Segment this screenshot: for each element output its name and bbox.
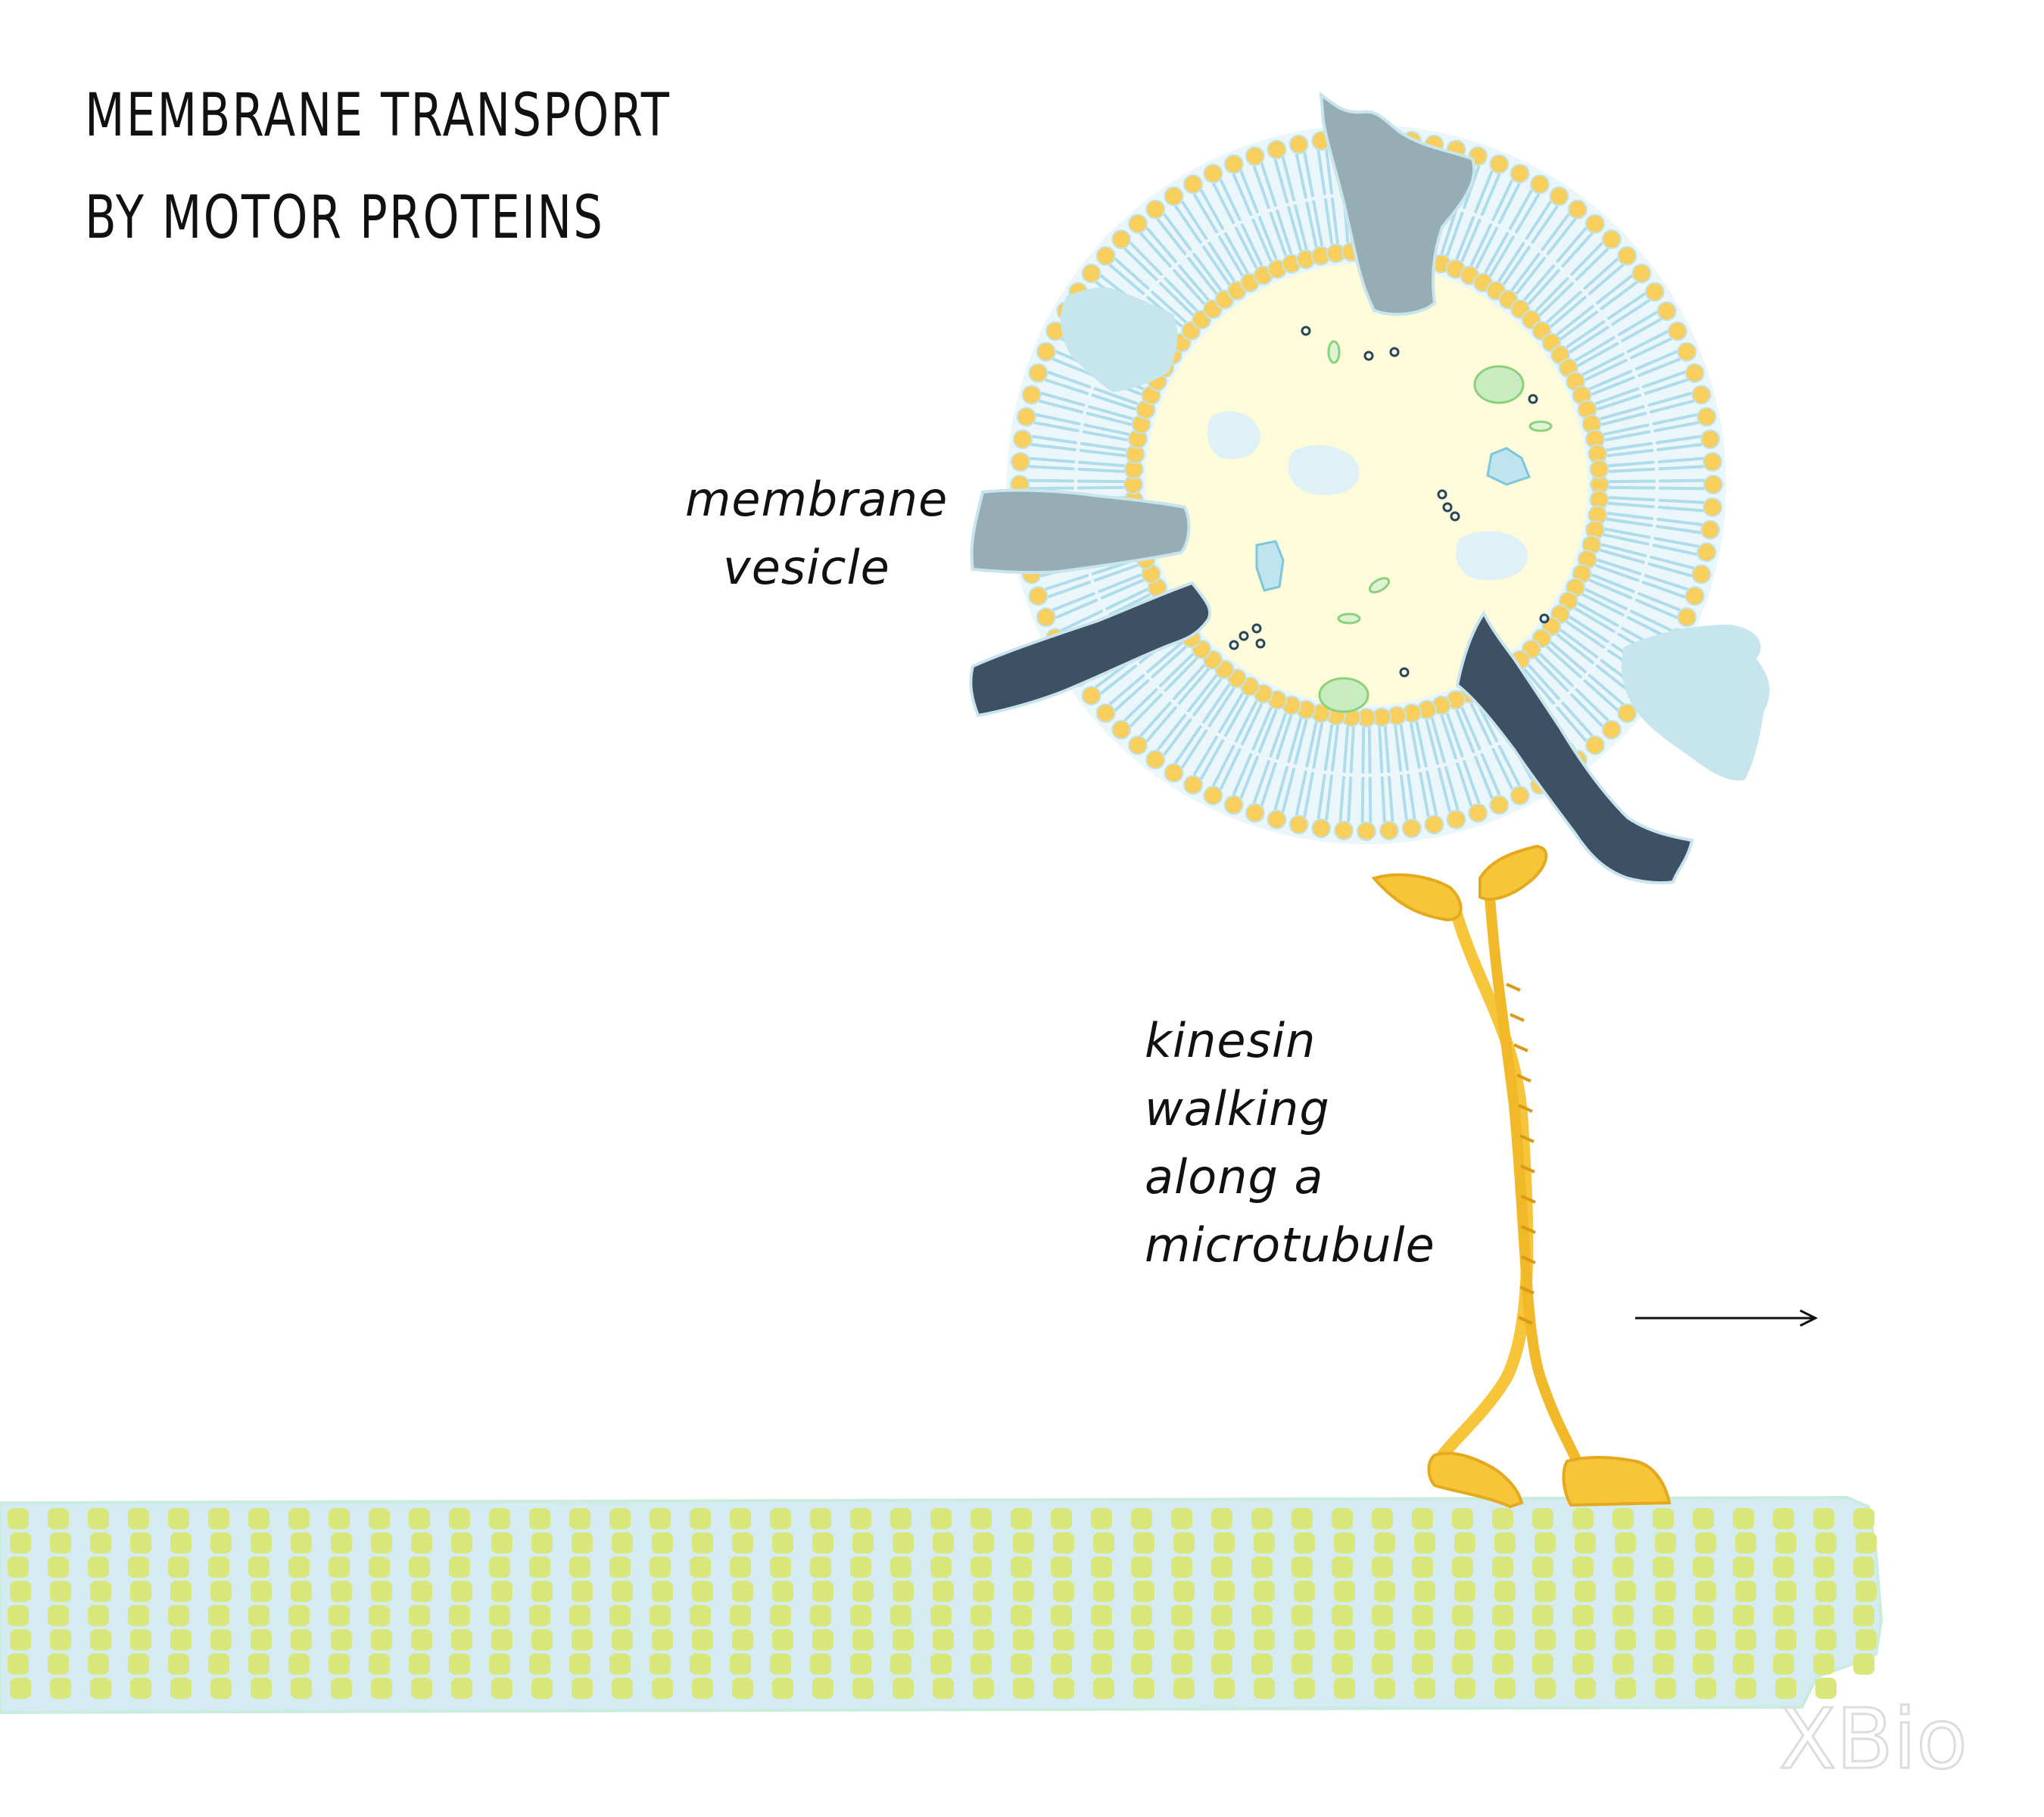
kinesin-head-left (1427, 1451, 1524, 1509)
vesicle-lumen (1145, 263, 1588, 706)
membrane-protein-gray-left (970, 488, 1191, 575)
xbio-logo: XBio (1779, 1692, 1968, 1783)
label-kinesin-line-2: walking (1145, 1081, 1330, 1136)
membrane-protein-light-right (1621, 625, 1770, 781)
microtubule (0, 1495, 1884, 1715)
membrane-vesicle (969, 91, 1770, 885)
label-kinesin-line-3: along a (1145, 1149, 1324, 1205)
diagram-title-line-2: BY MOTOR PROTEINS (85, 184, 605, 252)
label-vesicle-line-2: vesicle (723, 540, 890, 595)
label-kinesin-line-4: microtubule (1145, 1217, 1435, 1273)
kinesin-coil-texture (1506, 983, 1536, 1325)
membrane-protein-dark-right (1455, 610, 1694, 885)
kinesin-stalk-b (1485, 892, 1584, 1470)
label-kinesin: kinesin walking along a microtubule (1145, 1007, 1435, 1279)
kinesin-tail-right (1478, 844, 1548, 901)
label-kinesin-line-1: kinesin (1145, 1013, 1316, 1068)
vesicle-cargo (1207, 326, 1553, 713)
label-membrane-vesicle: membrane vesicle (685, 466, 948, 602)
label-vesicle-line-1: membrane (685, 472, 949, 527)
membrane-protein-gray-top (1319, 91, 1476, 316)
membrane-protein-dark-left (969, 581, 1212, 718)
microtubule-alpha-tubulin-stripes (8, 1508, 1877, 1699)
membrane-protein-light-upper-left (1060, 287, 1178, 392)
kinesin-tail-left (1371, 873, 1463, 922)
diagram-title-line-1: MEMBRANE TRANSPORT (85, 82, 671, 150)
kinesin-head-right (1562, 1456, 1672, 1507)
kinesin-stalk-a (1432, 902, 1534, 1467)
direction-arrow (1635, 1309, 1818, 1327)
xbio-logo-text: XBio (1779, 1692, 1968, 1783)
kinesin-motor (1371, 844, 1672, 1509)
